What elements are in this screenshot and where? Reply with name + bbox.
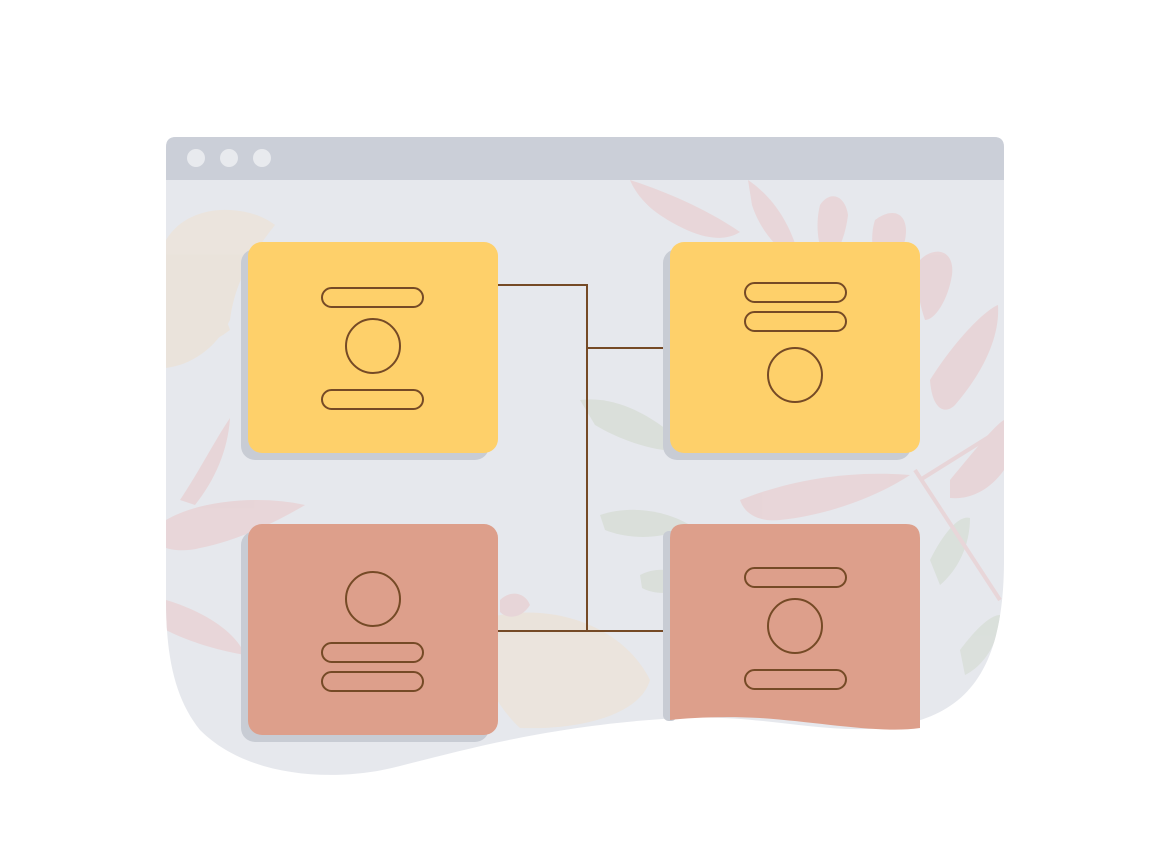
window-dot[interactable]: [253, 149, 271, 167]
leaf-shape: [166, 297, 230, 352]
title-bar: [166, 137, 1004, 180]
leaf-shape: [950, 420, 1004, 499]
leaf-shape: [580, 399, 690, 451]
avatar-placeholder: [345, 571, 401, 627]
leaf-shape: [930, 517, 970, 585]
text-line-placeholder: [321, 642, 424, 663]
leaf-shape: [166, 500, 305, 551]
card-top-left[interactable]: [241, 242, 498, 460]
connector-line: [498, 284, 588, 631]
leaf-shape: [917, 251, 953, 320]
leaf-stem: [918, 428, 1002, 482]
leaf-shape: [479, 612, 650, 729]
leaf-shape: [748, 180, 800, 260]
text-line-placeholder: [744, 311, 847, 332]
card-bottom-left[interactable]: [241, 524, 498, 742]
leaf-shape: [630, 180, 740, 238]
card-body: [248, 524, 498, 735]
leaf-shape: [500, 593, 530, 617]
connector-lines: [498, 284, 670, 632]
leaf-shape: [166, 600, 245, 655]
text-line-placeholder: [744, 282, 847, 303]
card-top-right[interactable]: [663, 242, 920, 460]
leaf-shape: [600, 509, 690, 537]
card-body: [670, 524, 920, 730]
avatar-placeholder: [345, 318, 401, 374]
text-line-placeholder: [321, 287, 424, 308]
text-line-placeholder: [321, 389, 424, 410]
text-line-placeholder: [744, 669, 847, 690]
avatar-placeholder: [767, 598, 823, 654]
leaf-shape: [740, 473, 910, 521]
avatar-placeholder: [767, 347, 823, 403]
text-line-placeholder: [321, 671, 424, 692]
leaf-shape: [930, 305, 999, 410]
leaf-stem: [913, 468, 1002, 602]
text-line-placeholder: [744, 567, 847, 588]
window-dot[interactable]: [187, 149, 205, 167]
window-dot[interactable]: [220, 149, 238, 167]
card-bottom-right[interactable]: [663, 524, 920, 730]
card-body: [248, 242, 498, 453]
leaf-shape: [180, 418, 230, 505]
background-foliage: [166, 180, 1004, 729]
leaf-shape: [960, 615, 1000, 675]
